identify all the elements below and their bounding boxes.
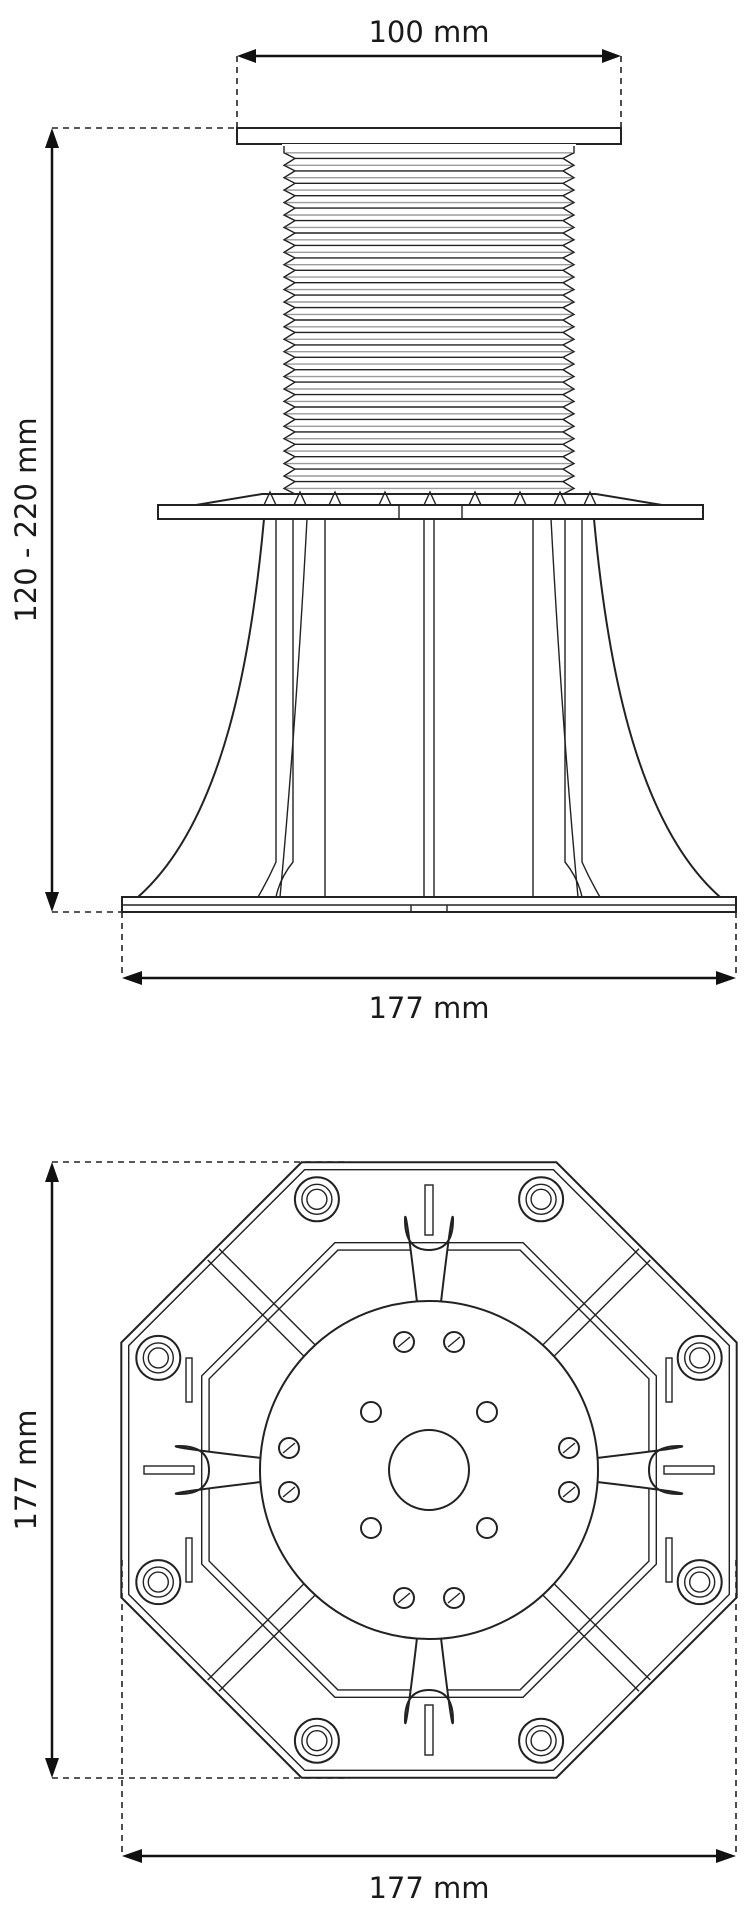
dimension-top-view-height: 177 mm	[9, 1161, 350, 1779]
collar-tooth	[263, 490, 277, 506]
mounting-hole-inner	[301, 1724, 333, 1757]
collar-tooth	[583, 490, 597, 506]
slot	[424, 1704, 434, 1756]
threaded-spindle	[282, 144, 576, 496]
mounting-hole-inner	[142, 1566, 175, 1598]
plate-hole	[476, 1517, 498, 1539]
support-flange	[157, 504, 704, 520]
plate-holes	[278, 1331, 580, 1609]
mounting-hole-core	[530, 1188, 552, 1211]
top-width-label: 100 mm	[368, 15, 489, 49]
dimension-height: 120 - 220 mm	[9, 127, 237, 913]
rib-line	[207, 1259, 308, 1360]
collar-tooth	[378, 490, 392, 506]
top-plate	[236, 127, 622, 145]
rib-line	[218, 1591, 319, 1692]
collar-teeth	[263, 490, 597, 506]
flared-body	[137, 518, 721, 898]
plate-hole	[476, 1401, 498, 1423]
mounting-hole-inner	[525, 1183, 557, 1216]
plate-hole-slot	[562, 1442, 576, 1454]
base-outline	[120, 1161, 738, 1779]
slot	[665, 1537, 673, 1583]
collar-tooth	[513, 490, 527, 506]
mounting-hole-inner	[301, 1183, 333, 1216]
plate-hole-slot	[562, 1486, 576, 1498]
keyhole-lobes	[174, 1215, 684, 1725]
rib-line	[539, 1248, 640, 1349]
mounting-hole-inner	[684, 1342, 716, 1374]
top-view-width-label: 177 mm	[368, 1871, 489, 1905]
mounting-hole-core	[689, 1347, 711, 1369]
lobe	[403, 1215, 455, 1303]
rib-line	[550, 1259, 651, 1360]
plate-hole-slot	[447, 1592, 461, 1604]
center-hole	[388, 1429, 470, 1511]
dimension-base-width: 177 mm	[121, 912, 737, 1025]
top-view: 177 mm 177 mm	[9, 1161, 738, 1905]
plate-hole	[360, 1401, 382, 1423]
slot	[424, 1184, 434, 1236]
mounting-hole-core	[306, 1188, 328, 1211]
plate-hole-slot	[447, 1336, 461, 1348]
mounting-hole-core	[147, 1571, 170, 1593]
mounting-hole-core	[306, 1729, 328, 1752]
height-label: 120 - 220 mm	[9, 417, 43, 622]
plate-hole	[360, 1517, 382, 1539]
collar-tooth	[293, 490, 307, 506]
rib-line	[207, 1580, 308, 1681]
dimension-top-width: 100 mm	[236, 15, 622, 128]
collar-tooth	[423, 490, 437, 506]
plate-hole-slot	[397, 1336, 411, 1348]
top-view-height-label: 177 mm	[9, 1409, 43, 1530]
plate-hole-slot	[397, 1592, 411, 1604]
plate-hole-slot	[282, 1442, 296, 1454]
rib-line	[550, 1580, 651, 1681]
dimension-top-view-width: 177 mm	[121, 1560, 737, 1905]
mounting-hole-inner	[684, 1566, 716, 1598]
radial-ribs	[143, 1184, 715, 1756]
mounting-hole-core	[147, 1347, 170, 1369]
base-width-label: 177 mm	[368, 991, 489, 1025]
mounting-hole-inner	[525, 1724, 557, 1757]
slot	[185, 1537, 193, 1583]
lobe	[403, 1637, 455, 1725]
mounting-holes	[135, 1176, 723, 1764]
collar-tooth	[553, 490, 567, 506]
rib-line	[218, 1248, 319, 1349]
rib-line	[539, 1591, 640, 1692]
lobe	[596, 1444, 684, 1496]
mounting-hole-core	[530, 1729, 552, 1752]
collar-tooth	[328, 490, 342, 506]
mounting-hole-inner	[142, 1342, 175, 1374]
slot	[665, 1357, 673, 1403]
collar-tooth	[468, 490, 482, 506]
side-view: 100 mm 120 - 220 mm	[9, 15, 737, 1025]
mounting-hole-core	[689, 1571, 711, 1593]
slot	[143, 1465, 195, 1475]
lobe	[174, 1444, 262, 1496]
plate-hole-slot	[282, 1486, 296, 1498]
slot	[185, 1357, 193, 1403]
slot	[663, 1465, 715, 1475]
